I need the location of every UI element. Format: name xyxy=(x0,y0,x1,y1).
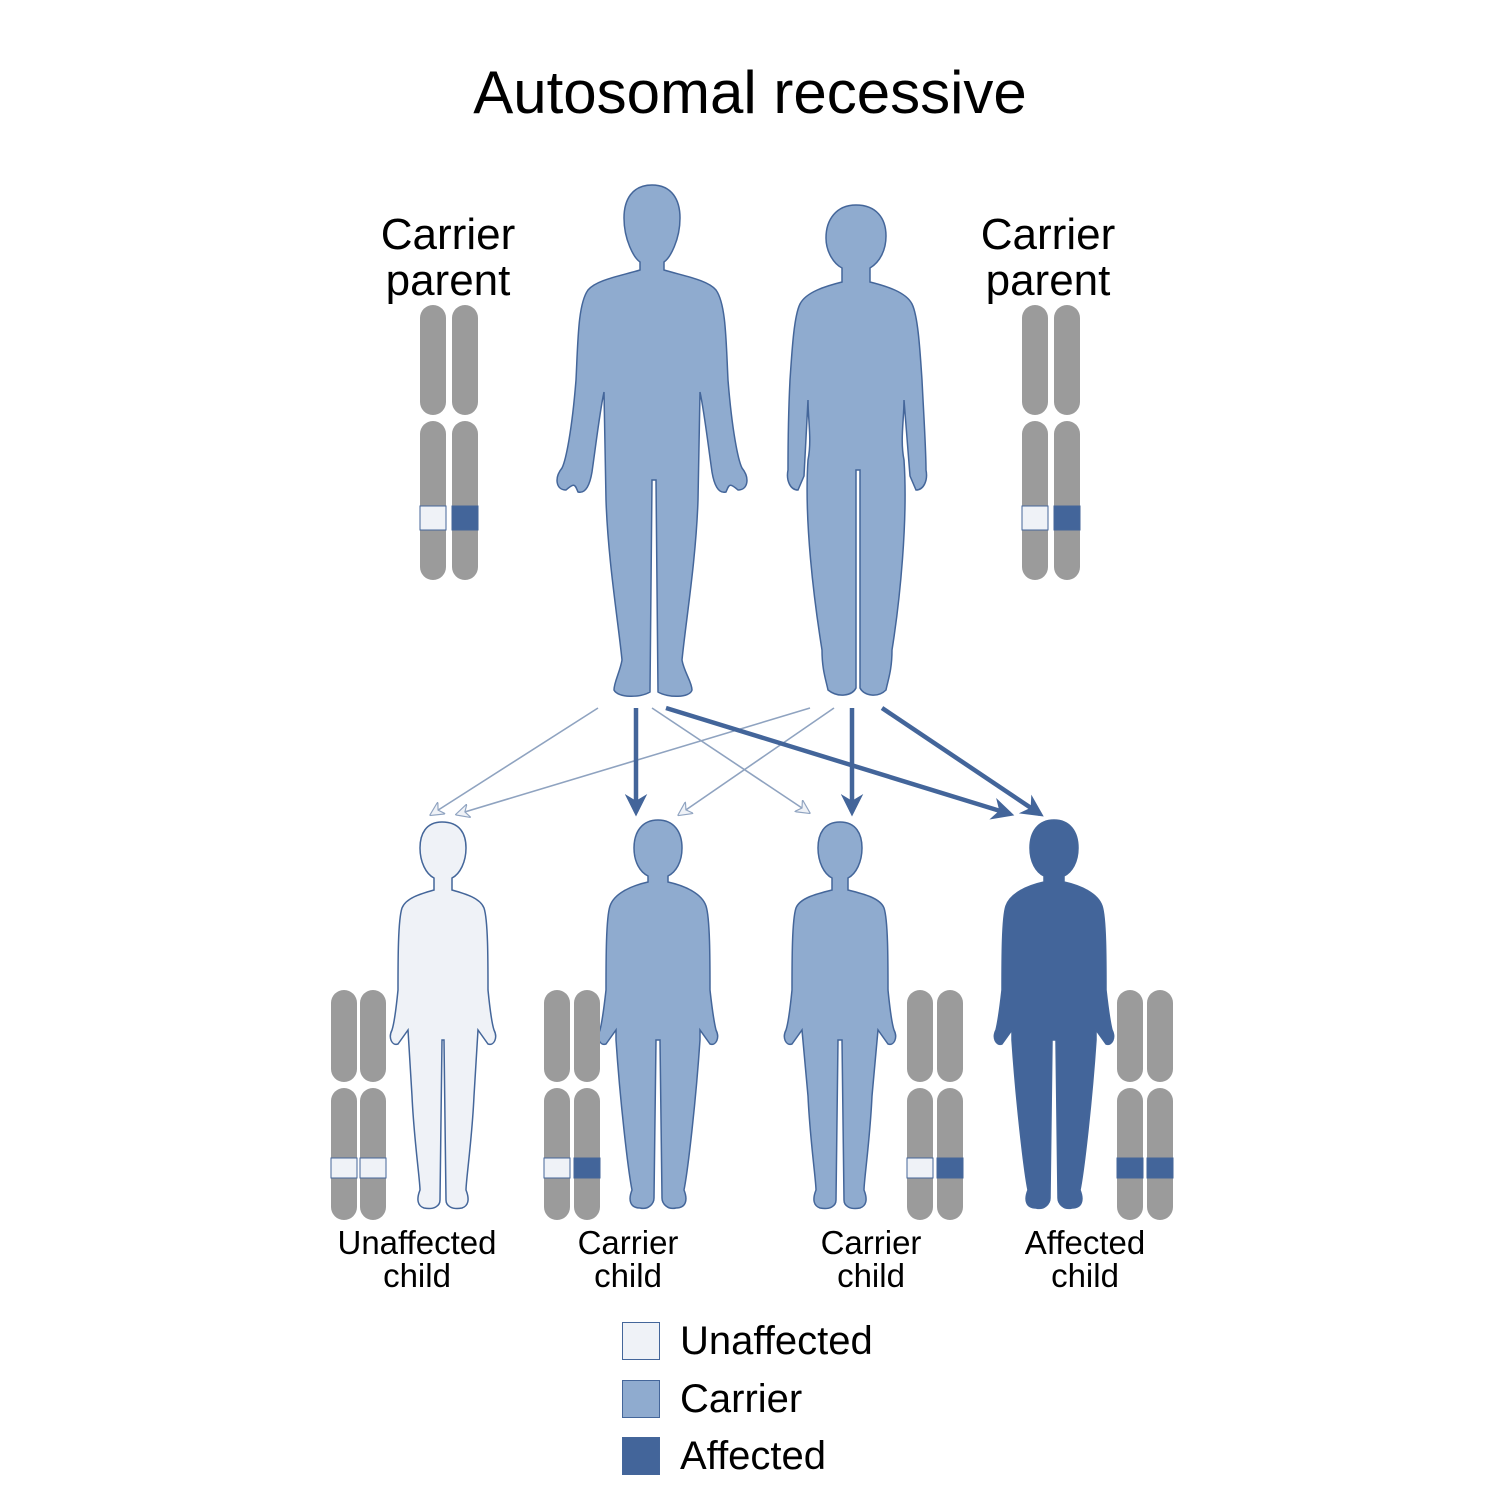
chromosome-pair-child-2 xyxy=(543,990,601,1220)
chromosome-lower-arm xyxy=(544,1088,570,1220)
chromosome-lower-arm xyxy=(1054,421,1080,580)
chromosome-upper-arm xyxy=(452,305,478,415)
arrow-mother-to-affected xyxy=(880,706,1044,817)
child-label-2-line2: child xyxy=(594,1257,662,1294)
chromosome-pair-child-1 xyxy=(330,990,387,1220)
legend-swatch-carrier xyxy=(622,1380,660,1418)
allele-band-unaffected xyxy=(906,1157,934,1179)
legend-item-unaffected: Unaffected xyxy=(622,1318,873,1363)
chromosome-lower-arm xyxy=(907,1088,933,1220)
chromosome-upper-arm xyxy=(1054,305,1080,415)
legend-label-carrier: Carrier xyxy=(680,1376,803,1421)
allele-band-unaffected xyxy=(1021,505,1049,531)
child-label-4-line2: child xyxy=(1051,1257,1119,1294)
chromosome-lower-arm xyxy=(1117,1088,1143,1220)
legend-swatch-unaffected xyxy=(622,1322,660,1360)
diagram-title: Autosomal recessive xyxy=(473,59,1027,126)
chromosome-upper-arm xyxy=(937,990,963,1082)
child-label-2-line1: Carrier xyxy=(577,1224,679,1261)
child-label-3-line1: Carrier xyxy=(820,1224,922,1261)
chromosome-pair-parent-left xyxy=(419,305,479,580)
child-silhouette-2 xyxy=(597,819,719,1210)
allele-band-affected xyxy=(1053,505,1081,531)
mother-silhouette xyxy=(786,204,928,696)
chromosome-upper-arm xyxy=(574,990,600,1082)
parent-label-right-line2: parent xyxy=(985,256,1111,305)
child-label-3-line2: child xyxy=(837,1257,905,1294)
allele-band-affected xyxy=(451,505,479,531)
father-figure xyxy=(556,184,748,697)
allele-band-affected xyxy=(1146,1157,1174,1179)
father-silhouette xyxy=(556,184,748,697)
dark-arrows xyxy=(624,705,1044,820)
chromosome-lower-arm xyxy=(360,1088,386,1220)
chromosome-lower-arm xyxy=(937,1088,963,1220)
chromosome-upper-arm xyxy=(907,990,933,1082)
child-label-1-line1: Unaffected xyxy=(337,1224,497,1261)
child-figure-4 xyxy=(993,819,1115,1210)
chromosome-lower-arm xyxy=(331,1088,357,1220)
chromosome-upper-arm xyxy=(360,990,386,1082)
chromosome-pair-child-3 xyxy=(906,990,964,1220)
child-label-1: Unaffected child xyxy=(307,1226,527,1292)
chromosome-upper-arm xyxy=(1117,990,1143,1082)
arrow-father-to-carrier-two xyxy=(651,707,808,812)
chromosome-pair-child-4 xyxy=(1116,990,1174,1220)
chromosome-pair-parent-right xyxy=(1021,305,1081,580)
light-arrows xyxy=(432,707,835,814)
child-figure-1 xyxy=(389,821,497,1210)
child-label-2: Carrier child xyxy=(518,1226,738,1292)
arrow-father-to-unaffected xyxy=(432,707,599,814)
child-figure-2 xyxy=(597,819,719,1210)
allele-band-affected xyxy=(936,1157,964,1179)
allele-band-unaffected xyxy=(330,1157,358,1179)
child-silhouette-4 xyxy=(993,819,1115,1210)
chromosome-lower-arm xyxy=(574,1088,600,1220)
parent-label-left-line1: Carrier xyxy=(380,210,516,259)
child-label-1-line2: child xyxy=(383,1257,451,1294)
chromosome-upper-arm xyxy=(331,990,357,1082)
child-label-3: Carrier child xyxy=(761,1226,981,1292)
chromosome-lower-arm xyxy=(1022,421,1048,580)
chromosome-upper-arm xyxy=(1147,990,1173,1082)
allele-band-affected xyxy=(573,1157,601,1179)
allele-band-affected xyxy=(1116,1157,1144,1179)
allele-band-unaffected xyxy=(359,1157,387,1179)
parent-label-left-line2: parent xyxy=(385,256,511,305)
child-label-4: Affected child xyxy=(975,1226,1195,1292)
child-label-4-line1: Affected xyxy=(1024,1224,1146,1261)
parent-label-right: Carrier parent xyxy=(918,212,1178,304)
mother-figure xyxy=(786,204,928,696)
legend-item-affected: Affected xyxy=(622,1433,827,1478)
legend-label-unaffected: Unaffected xyxy=(680,1318,873,1363)
arrow-father-to-affected xyxy=(665,705,1015,820)
legend-item-carrier: Carrier xyxy=(622,1376,803,1421)
child-figure-3 xyxy=(783,821,897,1210)
legend-swatch-affected xyxy=(622,1437,660,1475)
child-silhouette-3 xyxy=(783,821,897,1210)
chromosome-pairs xyxy=(330,305,1174,1220)
chromosome-upper-arm xyxy=(544,990,570,1082)
chromosome-upper-arm xyxy=(420,305,446,415)
parent-label-right-line1: Carrier xyxy=(980,210,1116,259)
allele-band-unaffected xyxy=(419,505,447,531)
chromosome-lower-arm xyxy=(452,421,478,580)
arrow-mother-to-carrier-one xyxy=(680,707,835,814)
chromosome-lower-arm xyxy=(420,421,446,580)
chromosome-upper-arm xyxy=(1022,305,1048,415)
chromosome-lower-arm xyxy=(1147,1088,1173,1220)
child-silhouette-1 xyxy=(389,821,497,1210)
legend-label-affected: Affected xyxy=(680,1433,827,1478)
allele-band-unaffected xyxy=(543,1157,571,1179)
parent-label-left: Carrier parent xyxy=(318,212,578,304)
